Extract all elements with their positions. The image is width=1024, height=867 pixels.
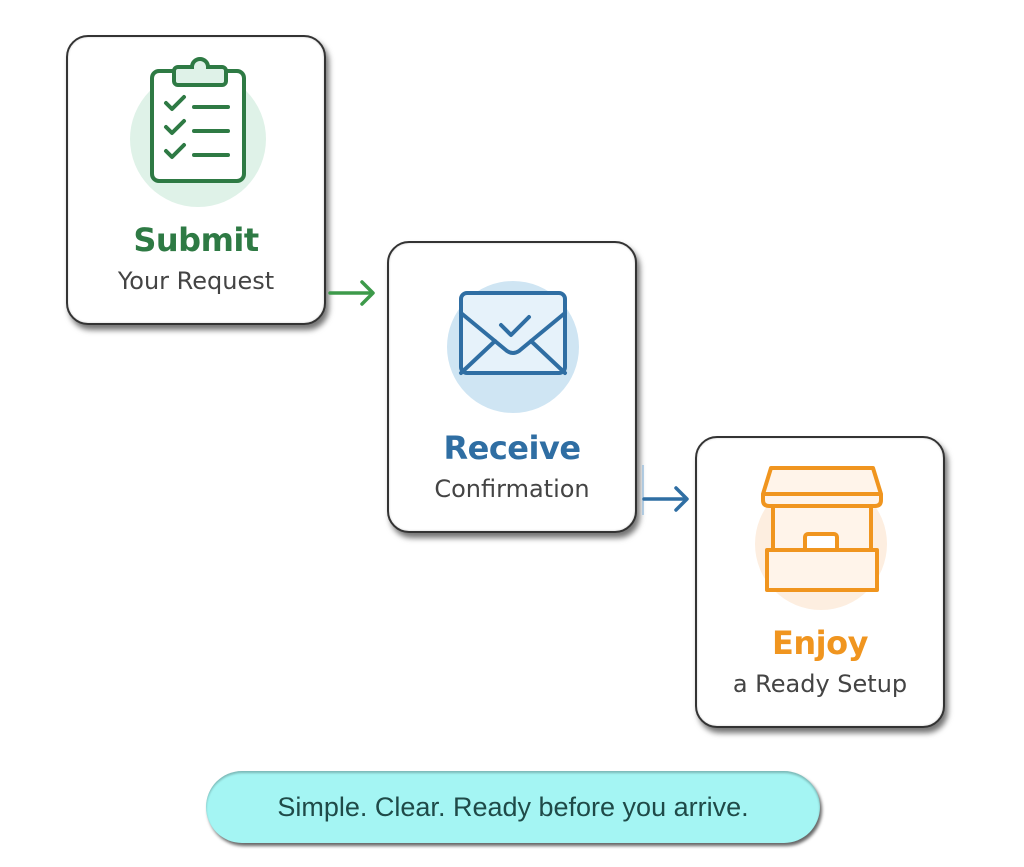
step-subtitle: Confirmation bbox=[434, 475, 590, 503]
step-subtitle: a Ready Setup bbox=[732, 670, 908, 698]
step-subtitle: Your Request bbox=[117, 267, 275, 295]
step-card-receive: Receive Confirmation bbox=[387, 241, 637, 533]
step-title: Receive bbox=[443, 429, 581, 467]
tagline-banner: Simple. Clear. Ready before you arrive. bbox=[206, 771, 820, 843]
arrow-icon bbox=[642, 465, 689, 515]
step-title: Submit bbox=[133, 221, 259, 259]
arrow-icon bbox=[328, 280, 375, 306]
storefront-box-icon bbox=[761, 466, 883, 592]
envelope-check-icon bbox=[459, 291, 567, 375]
clipboard-checklist-icon bbox=[150, 57, 246, 183]
step-card-submit: Submit Your Request bbox=[66, 35, 326, 325]
step-title: Enjoy bbox=[772, 624, 868, 662]
step-card-enjoy: Enjoy a Ready Setup bbox=[695, 436, 945, 728]
